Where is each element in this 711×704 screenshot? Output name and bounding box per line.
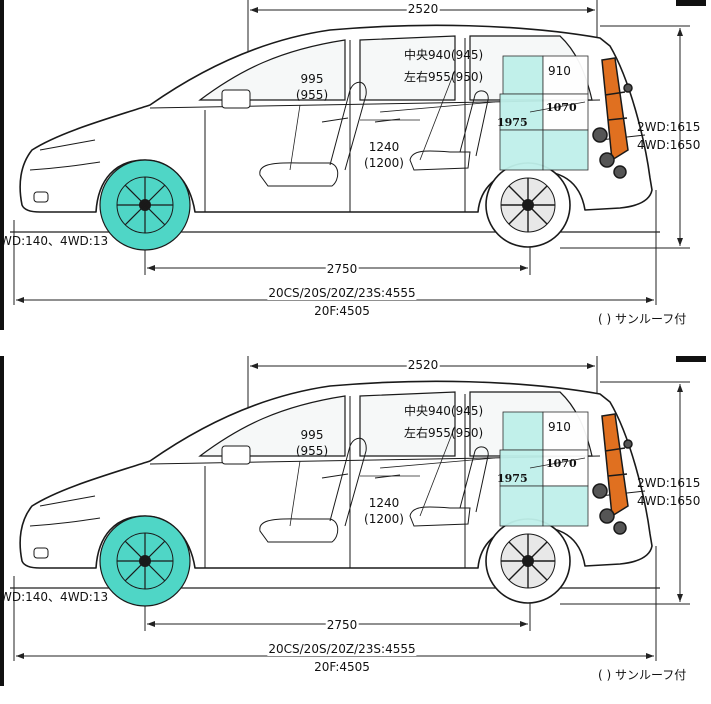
car-diagram-panel-bottom: 2520 995 (955) 中央940(945) 左右955(950) 910… — [0, 356, 711, 704]
dim-overall-height-4wd-label: 4WD:1650 — [637, 494, 701, 508]
stroller-icon — [592, 413, 633, 535]
dim-overall-height-4wd-label: 4WD:1650 — [637, 138, 701, 152]
sunroof-footnote: ( ) サンルーフ付 — [598, 312, 687, 326]
dim-interior-height-alt-label: (1200) — [364, 156, 404, 170]
dim-interior-height-label: 1240 — [368, 496, 400, 510]
dim-ground-clearance-label: WD:140、4WD:13 — [0, 590, 109, 604]
rear-wheel — [485, 162, 571, 248]
left-border-bar — [0, 356, 4, 686]
car-diagram-panel-top: 2520 995 (955) 中央940(945) 左右955(950) 910… — [0, 0, 711, 348]
dim-interior-height-alt-label: (1200) — [364, 512, 404, 526]
dim-front-headroom-label: 995 — [300, 72, 324, 86]
stroller-icon — [592, 57, 633, 179]
dim-cargo-height-label: 910 — [548, 420, 571, 434]
dim-overall-length-label: 20CS/20S/20Z/23S:4555 — [267, 286, 417, 300]
front-wheel-highlighted — [99, 515, 191, 607]
dim-cargo-length-upper-label: 1070 — [546, 457, 577, 470]
front-wheel-highlighted — [99, 159, 191, 251]
dim-front-headroom-label: 995 — [300, 428, 324, 442]
dim-cargo-height-label: 910 — [548, 64, 571, 78]
car-side-view-drawing — [0, 0, 706, 330]
car-seats — [259, 437, 489, 543]
dim-cargo-length-lower-label: 1975 — [497, 116, 528, 129]
top-right-marker — [676, 356, 706, 362]
dim-top-length-label: 2520 — [406, 2, 440, 16]
sunroof-footnote: ( ) サンルーフ付 — [598, 668, 687, 682]
dim-front-headroom-alt-label: (955) — [295, 88, 329, 102]
dim-ground-clearance-label: WD:140、4WD:13 — [0, 234, 109, 248]
dim-cargo-length-upper-label: 1070 — [546, 101, 577, 114]
dim-wheelbase-label: 2750 — [325, 618, 359, 632]
car-seats — [259, 81, 489, 187]
cargo-boxes — [499, 411, 589, 527]
dim-overall-height-2wd-label: 2WD:1615 — [637, 476, 701, 490]
left-border-bar — [0, 0, 4, 330]
dim-side-headroom-label: 左右955(950) — [404, 426, 484, 440]
dim-front-headroom-alt-label: (955) — [295, 444, 329, 458]
dim-cargo-length-lower-label: 1975 — [497, 472, 528, 485]
rear-wheel — [485, 518, 571, 604]
car-side-view-drawing — [0, 356, 706, 686]
dim-overall-height-2wd-label: 2WD:1615 — [637, 120, 701, 134]
dim-overall-length-alt-label: 20F:4505 — [314, 660, 370, 674]
cargo-boxes — [499, 55, 589, 171]
dim-center-headroom-label: 中央940(945) — [404, 404, 484, 418]
dim-top-length-label: 2520 — [406, 358, 440, 372]
dim-side-headroom-label: 左右955(950) — [404, 70, 484, 84]
dim-overall-length-alt-label: 20F:4505 — [314, 304, 370, 318]
dim-overall-length-label: 20CS/20S/20Z/23S:4555 — [267, 642, 417, 656]
dim-center-headroom-label: 中央940(945) — [404, 48, 484, 62]
top-right-marker — [676, 0, 706, 6]
dim-interior-height-label: 1240 — [368, 140, 400, 154]
dim-wheelbase-label: 2750 — [325, 262, 359, 276]
